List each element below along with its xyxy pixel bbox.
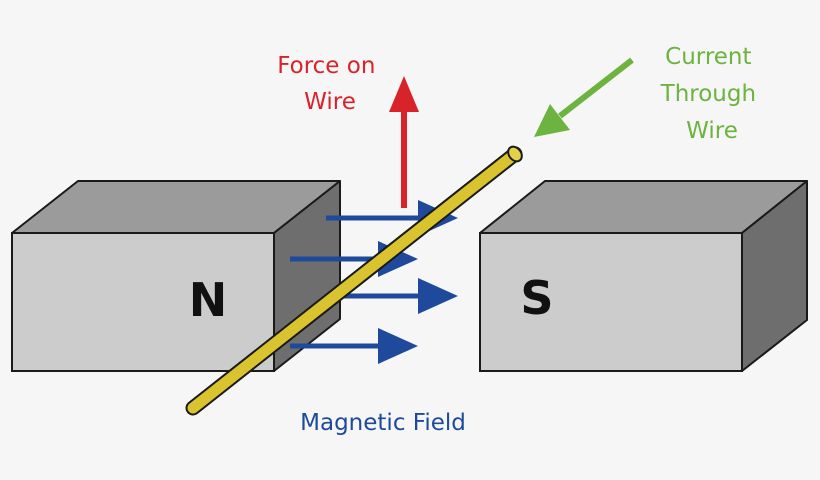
force-arrow-icon	[389, 76, 419, 208]
wire	[185, 145, 523, 416]
south-magnet-front	[479, 232, 743, 372]
current-label-line: Through	[660, 81, 756, 107]
current-label-line: Wire	[686, 118, 738, 144]
current-label-line: Current	[665, 44, 751, 70]
north-magnet: N	[11, 180, 341, 372]
force-label: Force on Wire	[277, 53, 383, 115]
current-arrow-icon	[534, 57, 634, 137]
current-label: Current Through Wire	[660, 44, 764, 144]
south-magnet: S	[479, 180, 808, 372]
north-magnet-front	[11, 232, 275, 372]
magnetic-field-label: Magnetic Field	[300, 410, 466, 436]
north-pole-label: N	[189, 273, 228, 327]
south-pole-label: S	[520, 271, 553, 325]
field-arrow-icon	[290, 328, 418, 364]
force-label-line: Force on	[277, 53, 375, 79]
wire-body	[187, 148, 521, 414]
force-label-line: Wire	[304, 89, 356, 115]
wire-end	[507, 145, 523, 163]
